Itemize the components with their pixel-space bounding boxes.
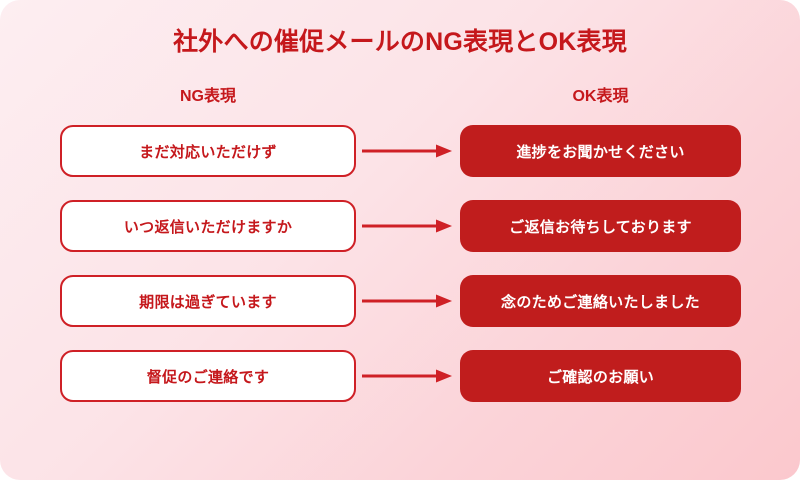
ng-expression-label: まだ対応いただけず bbox=[139, 143, 277, 161]
ng-expression-box[interactable]: 督促のご連絡です bbox=[60, 350, 356, 402]
ng-expression-box[interactable]: 期限は過ぎています bbox=[60, 275, 356, 327]
comparison-row: まだ対応いただけず 進捗をお聞かせください bbox=[0, 125, 800, 177]
ok-expression-box[interactable]: ご返信お待ちしております bbox=[460, 200, 741, 252]
arrow-right-icon bbox=[362, 350, 454, 402]
column-header-ng: NG表現 bbox=[179, 88, 236, 105]
comparison-row: 期限は過ぎています 念のためご連絡いたしました bbox=[0, 275, 800, 327]
arrow-right-icon bbox=[362, 275, 454, 327]
ng-expression-label: いつ返信いただけますか bbox=[123, 218, 293, 236]
comparison-row: 督促のご連絡です ご確認のお願い bbox=[0, 350, 800, 402]
ok-expression-label: 念のためご連絡いたしました bbox=[501, 293, 700, 311]
comparison-row: いつ返信いただけますか ご返信お待ちしております bbox=[0, 200, 800, 252]
ok-expression-box[interactable]: ご確認のお願い bbox=[460, 350, 741, 402]
ok-expression-label: ご確認のお願い bbox=[546, 368, 655, 386]
arrow-right-icon bbox=[362, 200, 454, 252]
ok-expression-box[interactable]: 進捗をお聞かせください bbox=[460, 125, 741, 177]
page-title: 社外への催促メールのNG表現とOK表現 bbox=[173, 28, 627, 56]
ok-expression-box[interactable]: 念のためご連絡いたしました bbox=[460, 275, 741, 327]
ng-expression-label: 期限は過ぎています bbox=[139, 293, 277, 311]
column-header-ok: OK表現 bbox=[572, 88, 629, 105]
ok-expression-label: ご返信お待ちしております bbox=[509, 218, 692, 236]
ng-expression-box[interactable]: まだ対応いただけず bbox=[60, 125, 356, 177]
arrow-right-icon bbox=[362, 125, 454, 177]
ok-expression-label: 進捗をお聞かせください bbox=[516, 143, 685, 161]
ng-expression-label: 督促のご連絡です bbox=[146, 368, 270, 386]
ng-expression-box[interactable]: いつ返信いただけますか bbox=[60, 200, 356, 252]
